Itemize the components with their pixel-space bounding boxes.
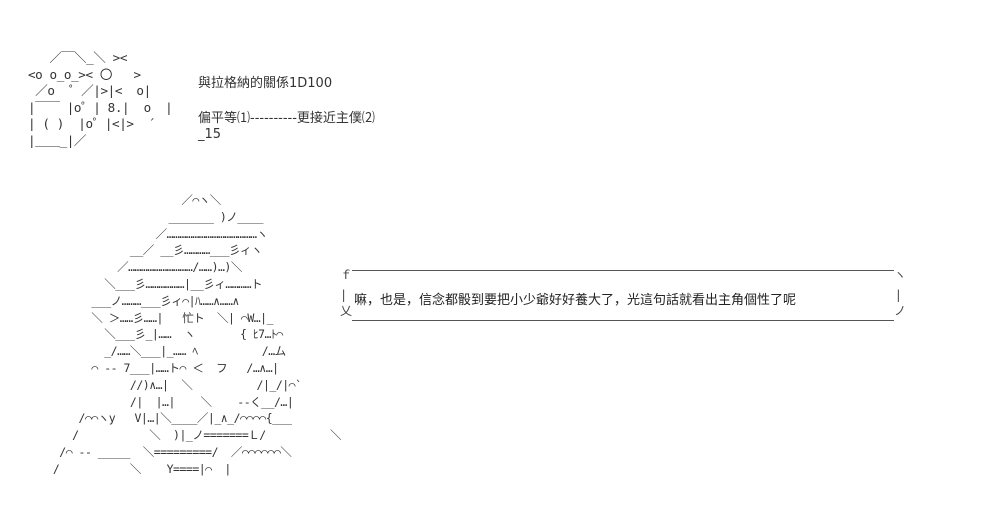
bubble-top-border bbox=[352, 270, 894, 271]
bubble-corner-top-right: ヽ bbox=[893, 268, 906, 282]
bubble-left-bar: | bbox=[340, 288, 348, 302]
dice-roll-scale: 偏平等⑴----------更接近主僕⑵ bbox=[198, 111, 375, 126]
bubble-bottom-border bbox=[352, 320, 894, 321]
dice-roll-value: _15 bbox=[198, 127, 222, 142]
speech-bubble: ｆ ヽ 乂 ノ | | 嘛，也是，信念都骰到要把小少爺好好養大了，光這句話就看出… bbox=[336, 262, 906, 324]
speech-text: 嘛，也是，信念都骰到要把小少爺好好養大了，光這句話就看出主角個性了呢 bbox=[354, 293, 797, 308]
bubble-corner-bottom-left: 乂 bbox=[340, 304, 353, 318]
character-ascii-art: ／⌒ヽ＼ _______ )ノ____ ／……………………………………ヽ __／… bbox=[52, 193, 342, 476]
dice-ascii-art: ／￣＼_＼ >< <o o_o_>< 〇 > ／o ゜／|>|< o| |￣￣ … bbox=[28, 50, 173, 148]
bubble-right-bar: | bbox=[894, 288, 902, 302]
bubble-corner-top-left: ｆ bbox=[340, 268, 353, 282]
bubble-corner-bottom-right: ノ bbox=[893, 304, 906, 318]
dice-roll-title: 與拉格納的關係1D100 bbox=[198, 76, 333, 91]
